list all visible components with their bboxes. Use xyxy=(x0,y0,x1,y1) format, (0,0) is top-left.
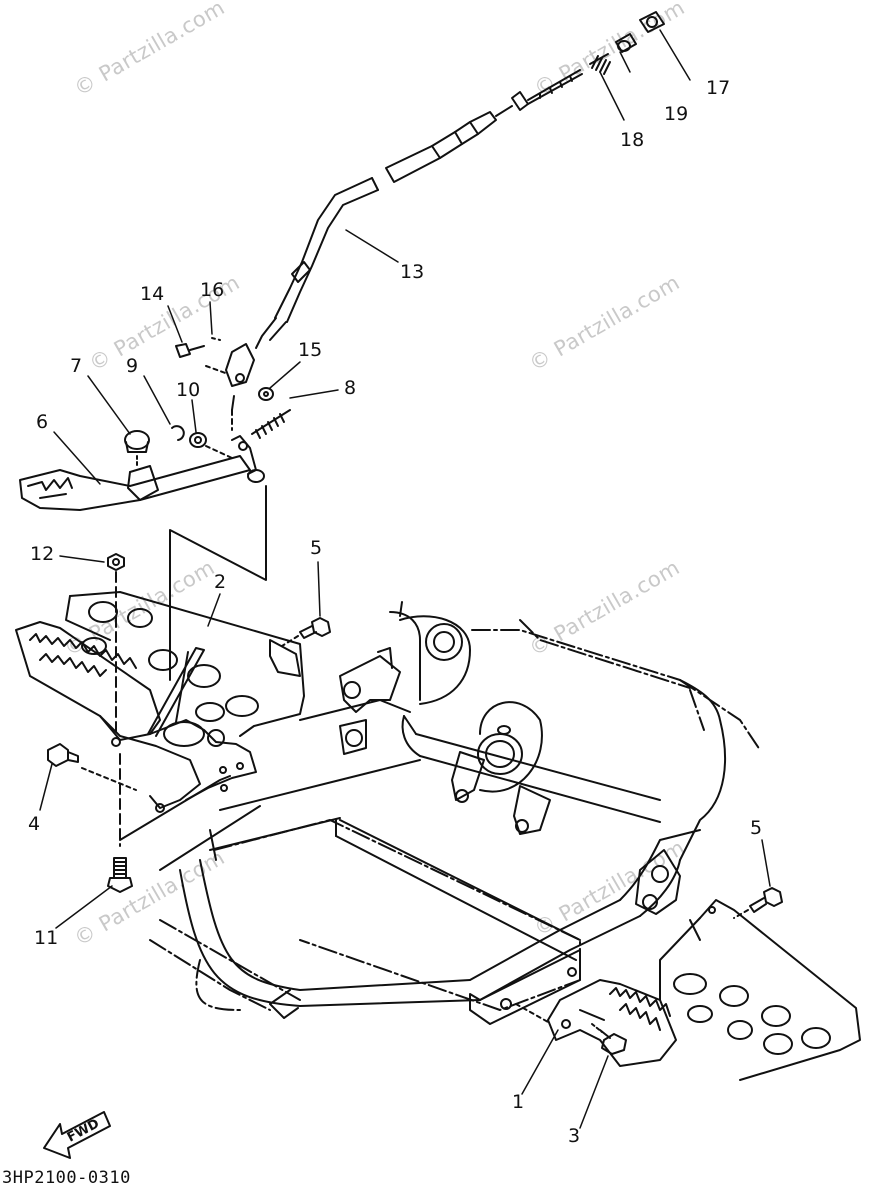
callout-14: 14 xyxy=(140,283,164,305)
brake-pedal xyxy=(19,395,265,511)
callout-labels: 1 2 3 4 5 5 6 7 8 9 10 11 12 13 14 15 16… xyxy=(28,77,762,1147)
left-footrest-bracket xyxy=(65,591,305,737)
brake-cable xyxy=(255,69,583,349)
frame xyxy=(119,601,761,1025)
washer-10 xyxy=(189,432,207,448)
leader-lines xyxy=(39,29,771,1129)
diagram-code: 3HP2100-0310 xyxy=(2,1168,131,1188)
bolt-11 xyxy=(107,857,133,893)
right-footrest-bracket xyxy=(659,899,861,1081)
pedal-cap-7 xyxy=(124,430,150,467)
callout-3: 3 xyxy=(568,1125,580,1147)
callout-4: 4 xyxy=(28,813,40,835)
callout-5-right: 5 xyxy=(750,817,762,839)
washer-15 xyxy=(258,387,274,401)
cable-bracket xyxy=(175,337,255,387)
left-footrest xyxy=(15,621,257,813)
bolt-5-left xyxy=(299,617,331,639)
callout-2: 2 xyxy=(214,571,226,593)
return-spring-8 xyxy=(251,409,291,439)
callout-10: 10 xyxy=(176,379,200,401)
callout-12: 12 xyxy=(30,543,54,565)
callout-5-left: 5 xyxy=(310,537,322,559)
callout-6: 6 xyxy=(36,411,48,433)
callout-8: 8 xyxy=(344,377,356,399)
circlip-9 xyxy=(171,425,185,441)
callout-15: 15 xyxy=(298,339,322,361)
spring-18 xyxy=(589,53,611,75)
callout-11: 11 xyxy=(34,927,58,949)
nut-12 xyxy=(107,553,125,571)
callout-13: 13 xyxy=(400,261,424,283)
callout-1: 1 xyxy=(512,1091,524,1113)
callout-7: 7 xyxy=(70,355,82,377)
bolt-4 xyxy=(47,743,79,767)
joint-17 xyxy=(639,11,665,33)
callout-9: 9 xyxy=(126,355,138,377)
callout-18: 18 xyxy=(620,129,644,151)
adjuster-nut-19 xyxy=(615,33,637,53)
callout-19: 19 xyxy=(664,103,688,125)
fwd-label: FWD xyxy=(65,1116,102,1145)
fwd-arrow xyxy=(43,1111,111,1159)
callout-17: 17 xyxy=(706,77,730,99)
callout-16: 16 xyxy=(200,279,224,301)
bolt-5-right xyxy=(749,887,783,913)
bolt-3 xyxy=(591,1023,627,1055)
